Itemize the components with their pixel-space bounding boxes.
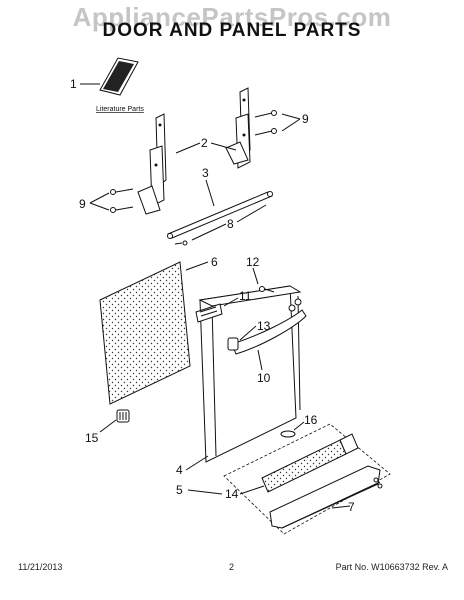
callout-10: 10 [257,371,271,385]
door-handle [231,298,307,355]
leader-16 [293,421,305,431]
callout-15: 15 [85,431,99,445]
insulation-panel [99,261,191,405]
leader-13 [239,325,257,341]
callout-14: 14 [225,487,239,501]
leader-10 [257,349,263,371]
leader-2a [175,142,201,154]
leader-11 [223,297,239,307]
handle-spacer [227,337,239,351]
right-screws [254,110,277,136]
lower-panel-group [223,423,391,535]
leader-12 [252,267,259,285]
footer-page-number: 2 [229,562,235,572]
leader-8b [236,204,267,223]
footer-part-number: Part No. W10663732 Rev. A [335,562,448,572]
watermark: AppliancePartsPros.com [72,2,392,32]
kick-plate-insulation [261,433,359,493]
handle-screw [259,286,275,293]
callout-11: 11 [239,289,252,303]
control-panel-strip [195,303,223,323]
callout-13: 13 [257,319,271,333]
leader-8a [191,223,227,241]
callout-12: 12 [246,255,260,269]
leader-14 [239,485,265,495]
leader-3 [205,179,215,207]
hinge-rod [167,191,273,246]
callout-9-right: 9 [302,112,309,126]
right-hinge-bracket [225,87,251,169]
leader-2b [210,142,237,151]
left-hinge-bracket [137,113,167,215]
leader-4 [185,455,209,471]
page-title: DOOR AND PANEL PARTS [102,20,362,41]
callout-4: 4 [176,463,183,477]
footer-date: 11/21/2013 [18,562,63,572]
callout-3: 3 [202,166,209,180]
leader-15 [99,419,117,433]
door-plug [280,430,296,438]
leader-5 [187,489,223,495]
leader-6 [185,261,209,271]
callout-5: 5 [176,483,183,497]
callout-1: 1 [70,77,77,91]
callout-9-left: 9 [79,197,86,211]
callout-16: 16 [304,413,318,427]
left-screws [110,188,134,213]
lower-kick-plate [269,465,383,529]
literature-parts-label: Literature Parts [96,106,144,113]
callout-2: 2 [201,136,208,150]
callout-8: 8 [227,217,234,231]
callout-7: 7 [348,500,355,514]
leader-7 [331,505,351,509]
literature-booklet [99,57,139,96]
door-clip [116,409,130,423]
callout-6: 6 [211,255,218,269]
